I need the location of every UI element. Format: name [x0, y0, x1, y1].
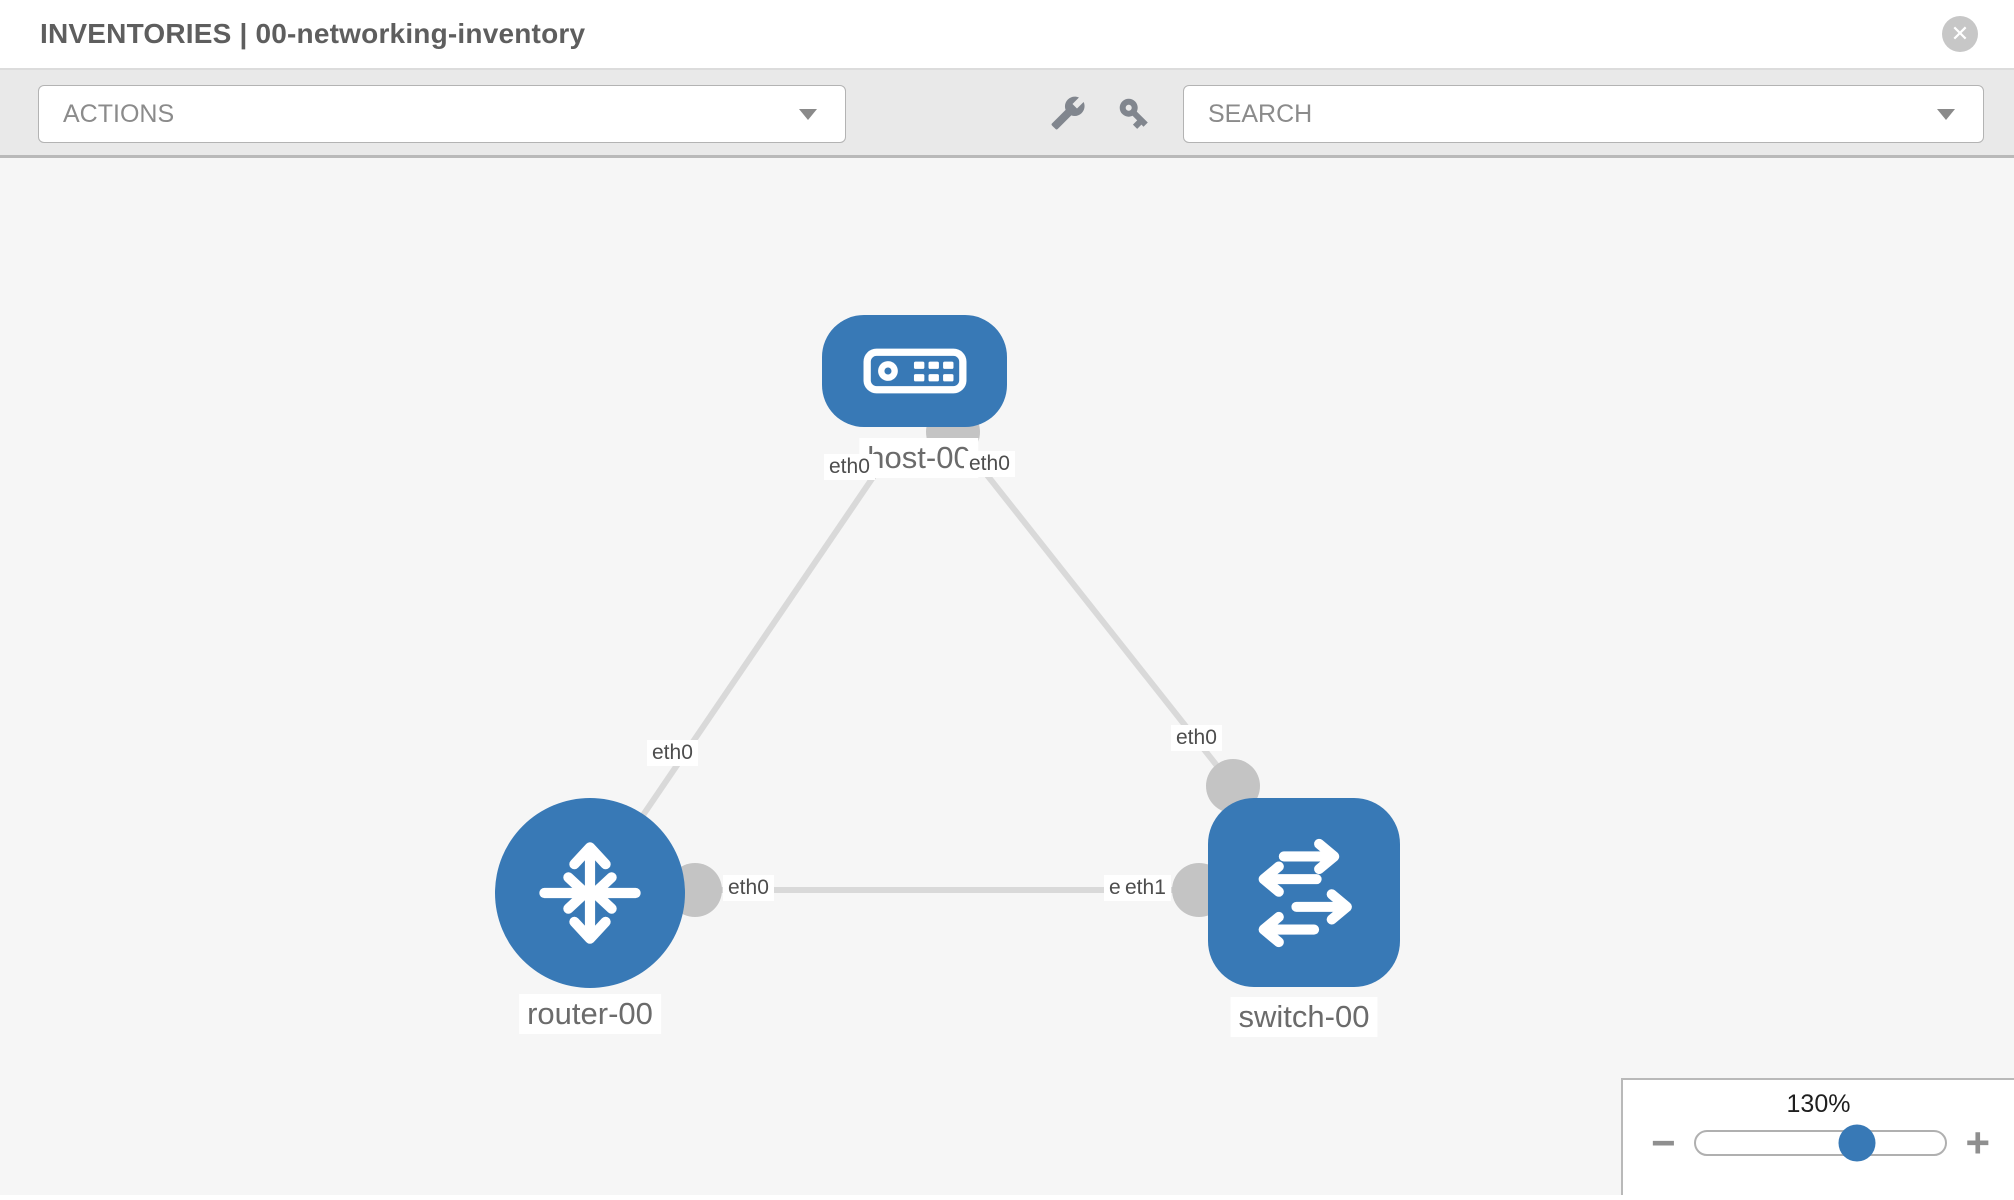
chevron-down-icon	[1937, 109, 1955, 120]
zoom-level-value: 130%	[1786, 1090, 1851, 1118]
zoom-out-button[interactable]: −	[1651, 1122, 1676, 1164]
actions-dropdown-label: ACTIONS	[63, 99, 175, 128]
node-label-router: router-00	[519, 994, 661, 1034]
node-host-00[interactable]	[822, 315, 1007, 427]
actions-dropdown[interactable]: ACTIONS	[38, 85, 846, 143]
zoom-slider[interactable]	[1693, 1124, 1948, 1162]
credentials-button[interactable]	[1114, 93, 1154, 133]
topology-canvas[interactable]: host-00 router-00 switch-00 eth0 eth0 et…	[0, 158, 2014, 1195]
interface-label-eth0: eth0	[824, 454, 875, 480]
page-title: INVENTORIES | 00-networking-inventory	[40, 18, 586, 49]
router-icon	[539, 842, 641, 944]
node-label-host: host-00	[859, 438, 979, 478]
interface-label-eth0: eth0	[723, 875, 774, 901]
interface-label-eth1: eth1	[1120, 875, 1171, 901]
key-icon	[1119, 98, 1148, 129]
links-layer	[587, 405, 1260, 917]
host-icon	[863, 348, 966, 394]
close-icon: ✕	[1950, 21, 1970, 46]
toolbar: ACTIONS SEARCH	[0, 70, 2014, 158]
node-switch-00[interactable]	[1208, 798, 1400, 987]
minus-icon: −	[1651, 1119, 1676, 1166]
chevron-down-icon	[799, 109, 817, 120]
configure-button[interactable]	[1048, 93, 1088, 133]
zoom-slider-knob[interactable]	[1838, 1124, 1876, 1162]
header-bar: INVENTORIES | 00-networking-inventory ✕	[0, 0, 2014, 70]
wrench-icon	[1051, 96, 1085, 129]
plus-icon: +	[1965, 1119, 1990, 1166]
zoom-in-button[interactable]: +	[1965, 1122, 1990, 1164]
switch-icon	[1258, 838, 1352, 947]
interface-label-eth0: eth0	[1171, 725, 1222, 751]
close-button[interactable]: ✕	[1942, 16, 1978, 52]
interface-label-eth0: eth0	[647, 740, 698, 766]
interface-label-eth0: eth0	[964, 451, 1015, 477]
node-label-switch: switch-00	[1230, 997, 1378, 1037]
zoom-control-panel: 130% − +	[1621, 1078, 2014, 1195]
search-dropdown[interactable]: SEARCH	[1183, 85, 1984, 143]
search-dropdown-label: SEARCH	[1208, 99, 1313, 128]
node-router-00[interactable]	[495, 798, 685, 988]
